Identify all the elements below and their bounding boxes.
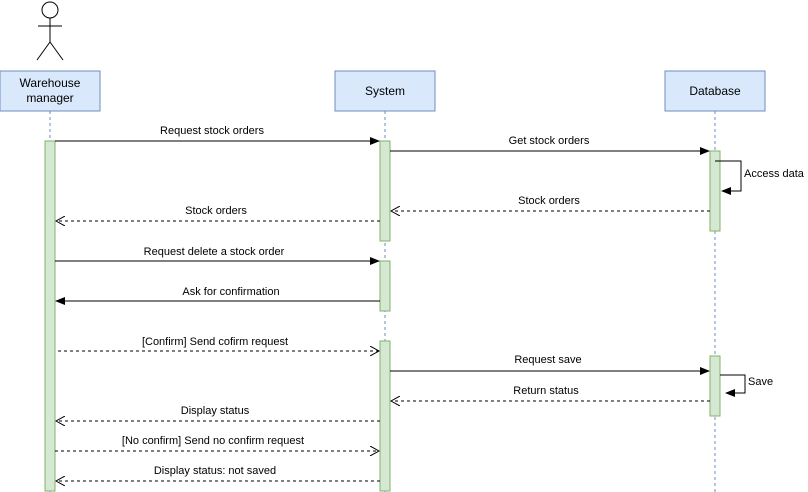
svg-text:Display status: not saved: Display status: not saved bbox=[154, 465, 276, 477]
message-return-status: Return status bbox=[391, 385, 710, 401]
message-stock-orders-return: Stock orders bbox=[56, 205, 380, 221]
participant-database[interactable]: Database bbox=[664, 70, 766, 112]
message-confirm-request: [Confirm] Send cofirm request bbox=[58, 336, 379, 351]
activation-warehouse-manager bbox=[44, 140, 56, 492]
message-display-status-not-saved: Display status: not saved bbox=[56, 465, 380, 481]
participant-warehouse-manager[interactable]: Warehouse manager bbox=[0, 70, 101, 112]
svg-text:Return status: Return status bbox=[513, 385, 579, 397]
activation-system bbox=[379, 260, 391, 312]
message-get-stock-orders: Get stock orders bbox=[390, 135, 710, 155]
message-request-save: Request save bbox=[390, 354, 710, 375]
activation-database bbox=[709, 150, 721, 232]
actor-icon bbox=[36, 1, 64, 61]
participant-label: Warehouse bbox=[20, 76, 81, 90]
message-request-delete: Request delete a stock order bbox=[55, 246, 380, 265]
message-request-stock-orders: Request stock orders bbox=[55, 125, 380, 145]
message-access-data: Access data bbox=[715, 160, 805, 195]
message-no-confirm-request: [No confirm] Send no confirm request bbox=[55, 435, 379, 451]
svg-text:Display status: Display status bbox=[181, 405, 250, 417]
svg-text:Stock orders: Stock orders bbox=[185, 205, 247, 217]
participant-system[interactable]: System bbox=[334, 70, 436, 112]
svg-text:Save: Save bbox=[748, 376, 773, 388]
message-stock-orders-return: Stock orders bbox=[391, 195, 710, 211]
message-save: Save bbox=[720, 374, 773, 397]
message-display-status: Display status bbox=[56, 405, 380, 421]
svg-text:Request stock orders: Request stock orders bbox=[160, 125, 264, 137]
message-ask-confirmation: Ask for confirmation bbox=[55, 286, 380, 305]
svg-text:Stock orders: Stock orders bbox=[518, 195, 580, 207]
svg-text:Get stock orders: Get stock orders bbox=[509, 135, 590, 147]
svg-text:[No confirm] Send no confirm r: [No confirm] Send no confirm request bbox=[122, 435, 304, 447]
svg-text:Ask for confirmation: Ask for confirmation bbox=[182, 286, 279, 298]
svg-text:Request delete a stock order: Request delete a stock order bbox=[144, 246, 285, 258]
participant-label: manager bbox=[26, 91, 73, 105]
svg-text:Request save: Request save bbox=[514, 354, 581, 366]
svg-text:[Confirm] Send cofirm request: [Confirm] Send cofirm request bbox=[142, 336, 288, 348]
activation-database bbox=[709, 355, 721, 417]
svg-text:Access data: Access data bbox=[744, 168, 805, 180]
activation-system bbox=[379, 340, 391, 492]
participant-label: Database bbox=[689, 84, 741, 98]
participant-label: System bbox=[365, 84, 405, 98]
activation-system bbox=[379, 140, 391, 242]
